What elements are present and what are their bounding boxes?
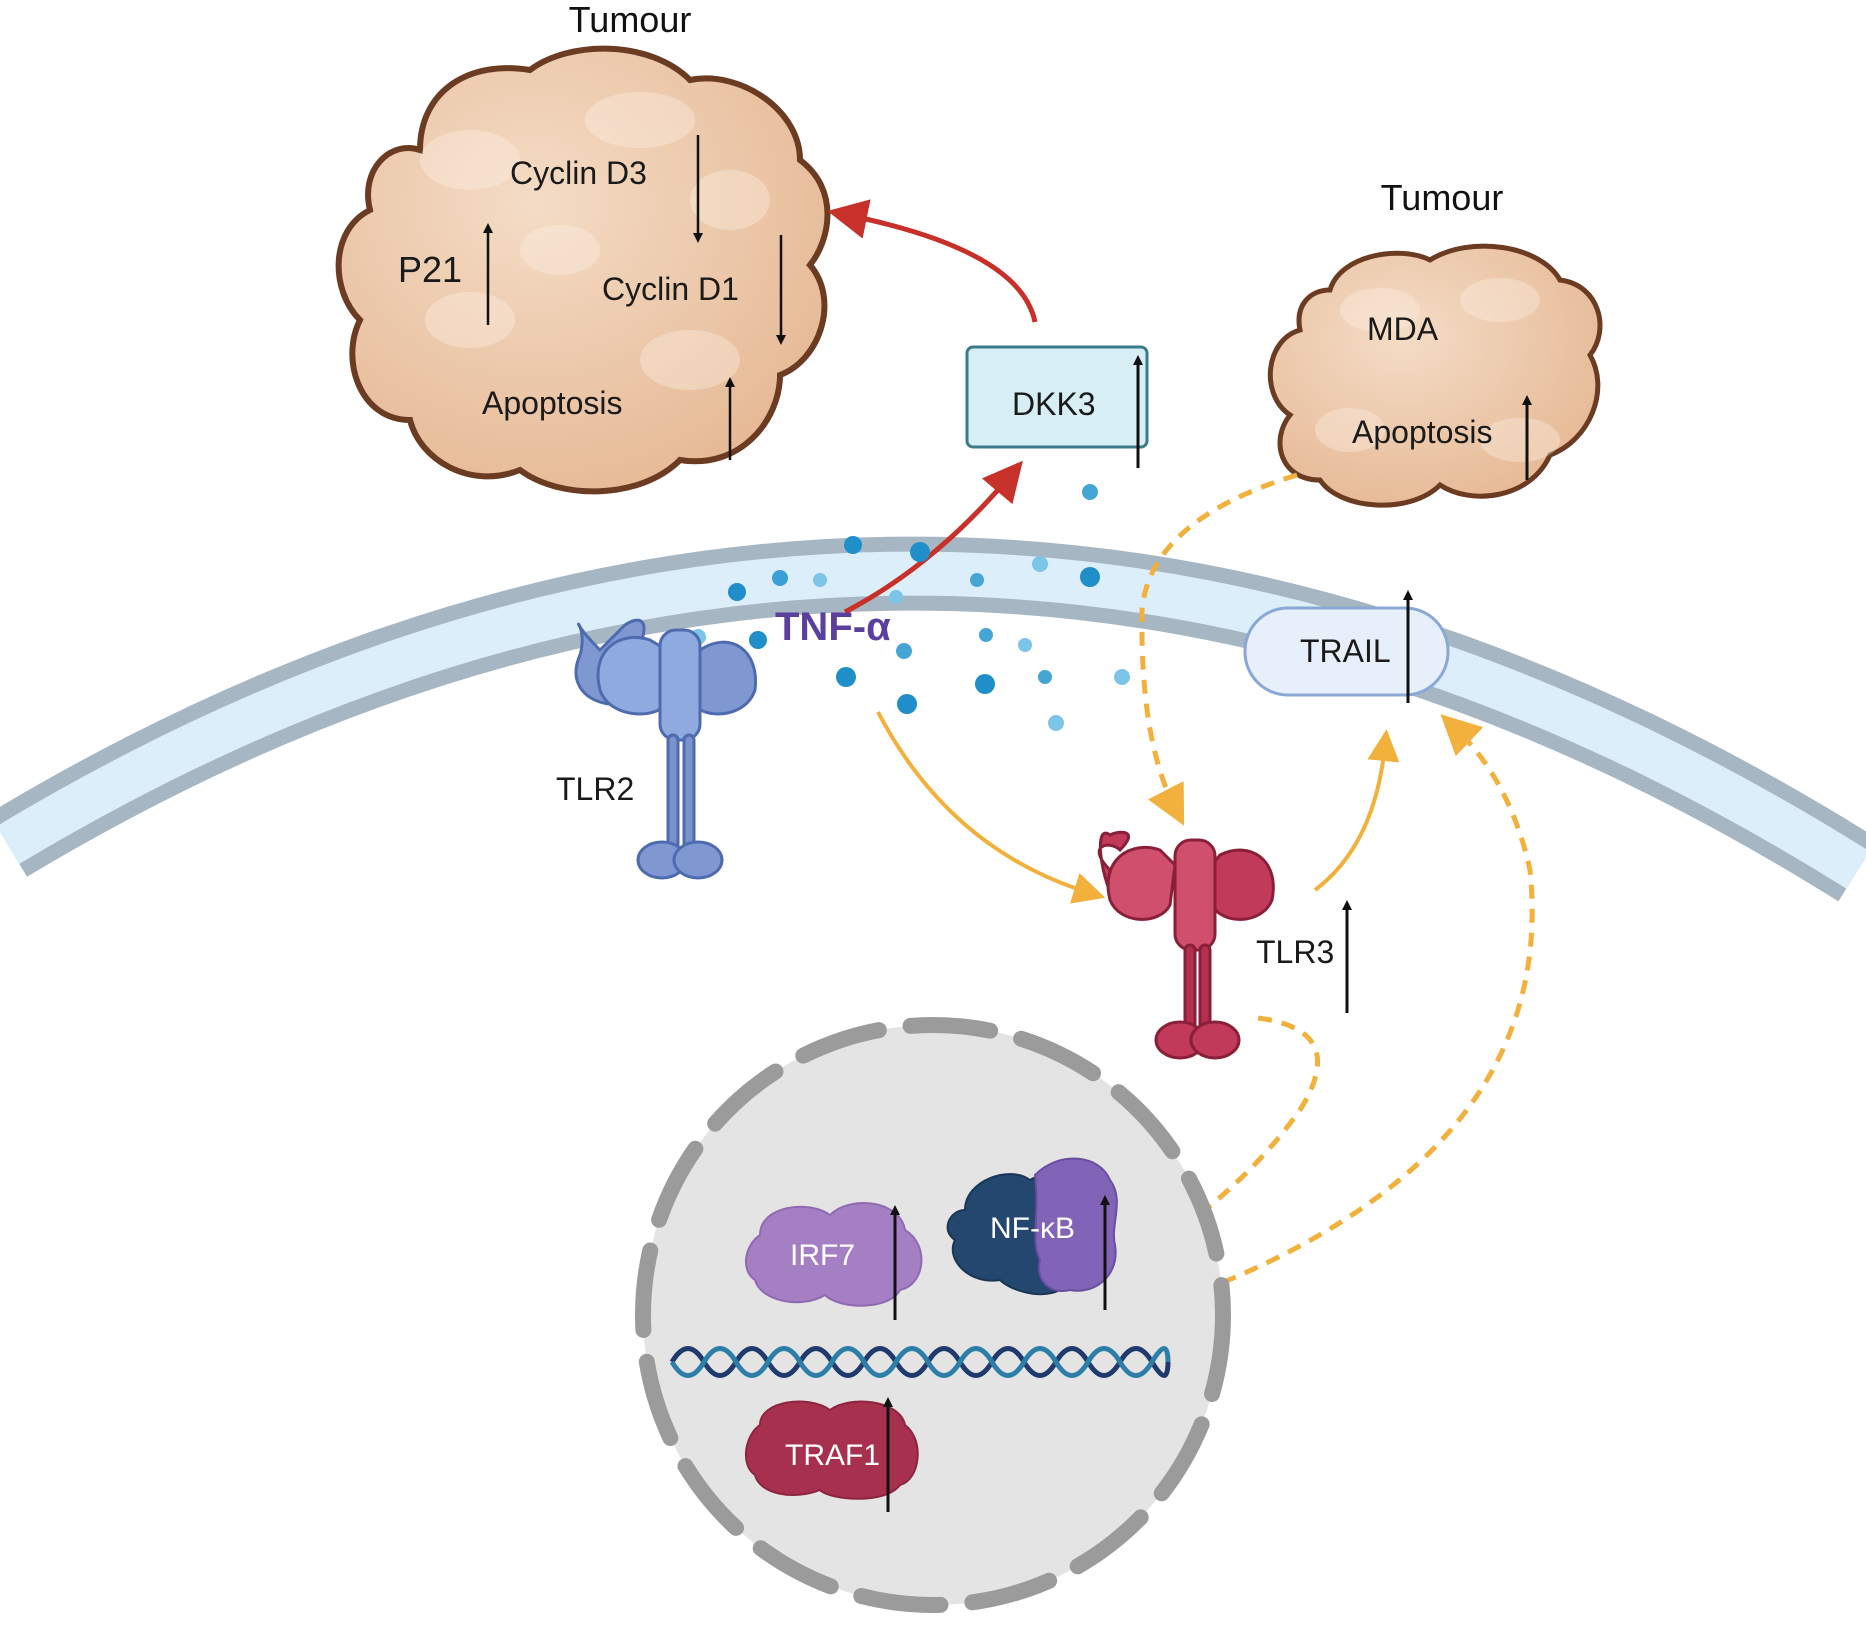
cell-membrane bbox=[0, 536, 1866, 902]
traf1-label: TRAF1 bbox=[785, 1439, 880, 1472]
apoptosis-right-label: Apoptosis bbox=[1352, 414, 1493, 450]
tumour-right-title: Tumour bbox=[1381, 177, 1504, 218]
tumour-left: Tumour Cyclin D3 P21 Cyclin D1 Apoptosis bbox=[335, 0, 831, 495]
nucleus-to-trail-dashed-arrow bbox=[1177, 714, 1535, 1303]
irf7-protein: IRF7 bbox=[745, 1202, 923, 1320]
mda-label: MDA bbox=[1367, 311, 1439, 347]
dkk3-to-tumour-arrow bbox=[827, 199, 1038, 323]
tlr3-receptor bbox=[1097, 830, 1275, 1060]
tumour-left-title: Tumour bbox=[569, 0, 692, 40]
tnf-to-tlr3-arrow bbox=[876, 711, 1106, 904]
dna-strand-b bbox=[669, 1346, 1171, 1378]
trail-box: TRAIL bbox=[1243, 590, 1450, 703]
tumour-right-blob bbox=[1267, 243, 1603, 508]
tlr3-label: TLR3 bbox=[1256, 934, 1334, 970]
tlr2-receptor bbox=[574, 618, 758, 880]
irf7-label: IRF7 bbox=[790, 1239, 855, 1272]
tnf-label: TNF-α bbox=[775, 605, 891, 649]
tlr3-to-nucleus-dashed-arrow bbox=[1155, 1015, 1320, 1247]
cyclin-d1-label: Cyclin D1 bbox=[602, 271, 739, 307]
trail-label: TRAIL bbox=[1300, 633, 1391, 669]
dna-helix bbox=[669, 1346, 1171, 1378]
tumour-left-blob bbox=[335, 45, 831, 495]
apoptosis-left-label: Apoptosis bbox=[482, 385, 623, 421]
nfkb-protein: NF-κB bbox=[946, 1157, 1118, 1310]
cyclin-d3-label: Cyclin D3 bbox=[510, 155, 647, 191]
dkk3-box: DKK3 bbox=[965, 345, 1149, 468]
dkk3-label: DKK3 bbox=[1012, 386, 1096, 422]
tumour-to-tlr3-dashed-arrow bbox=[1139, 472, 1298, 826]
tnf-to-dkk3-arrow bbox=[843, 460, 1023, 615]
p21-label: P21 bbox=[398, 249, 462, 290]
tlr3-to-trail-arrow bbox=[1313, 729, 1400, 892]
nfkb-label: NF-κB bbox=[990, 1212, 1075, 1245]
tumour-right: Tumour MDA Apoptosis bbox=[1267, 177, 1603, 508]
tlr2-label: TLR2 bbox=[556, 771, 634, 807]
traf1-protein: TRAF1 bbox=[744, 1397, 919, 1512]
nucleus bbox=[635, 1017, 1231, 1613]
